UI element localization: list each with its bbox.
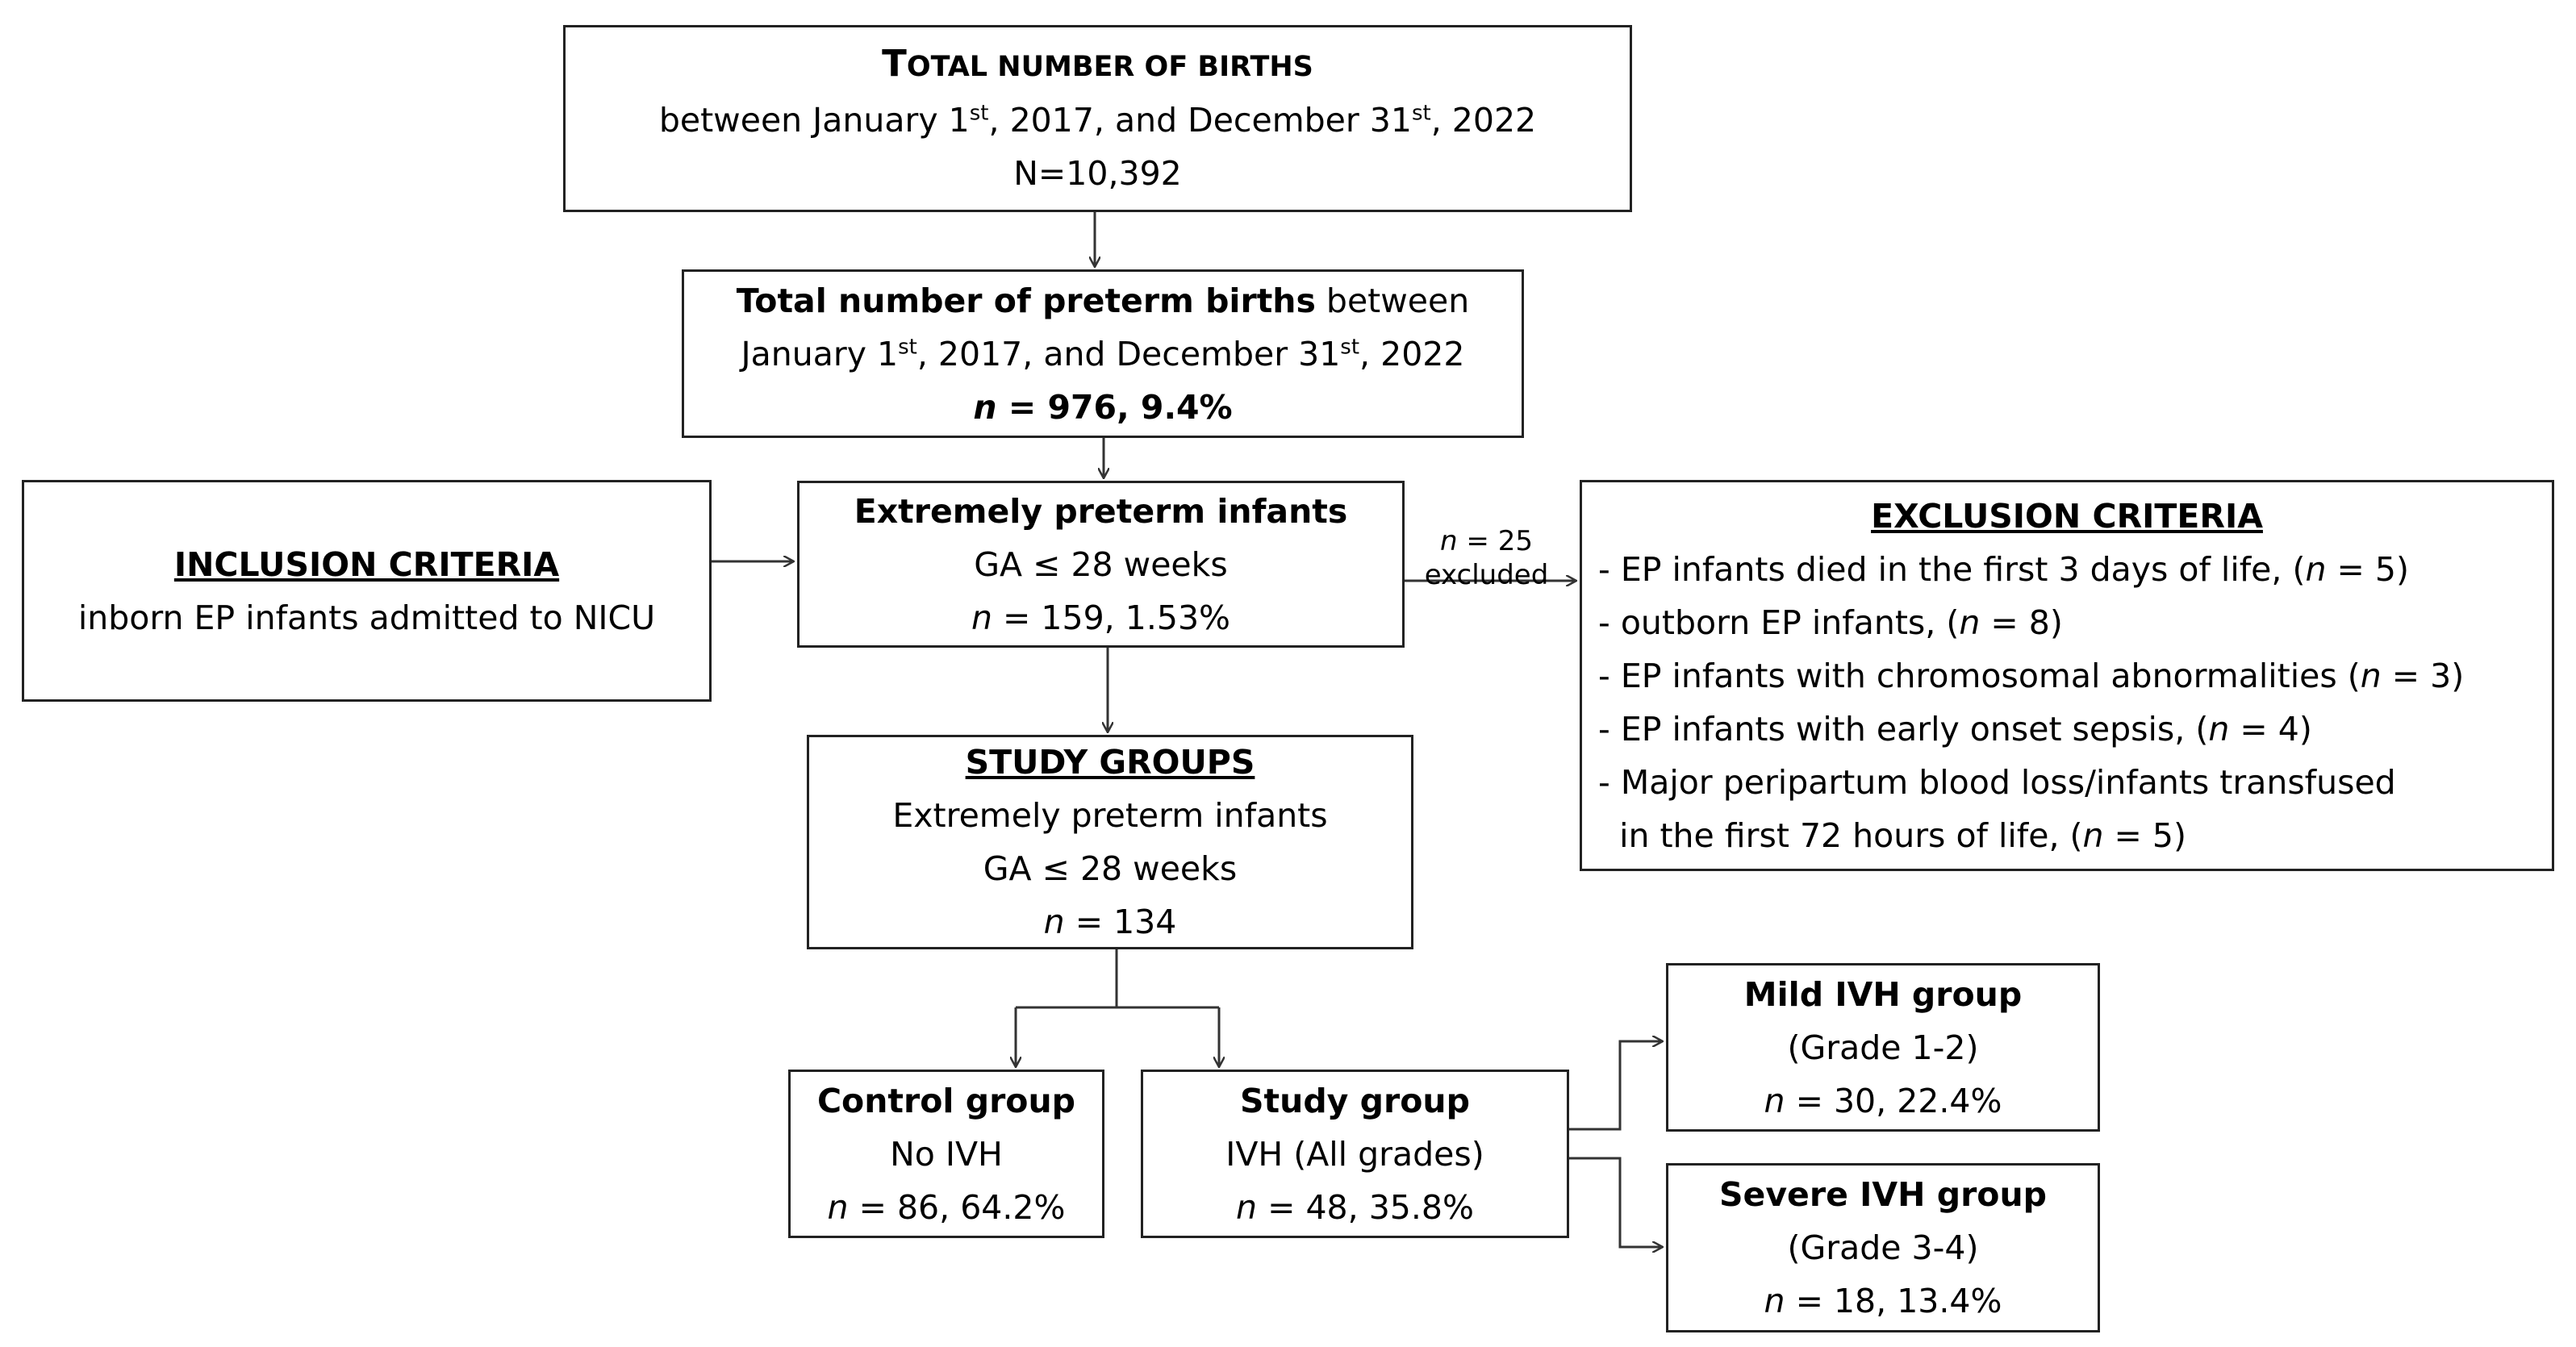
inclusion-text: inborn EP infants admitted to NICU bbox=[77, 598, 656, 637]
mild-n: n = 30, 22.4% bbox=[1764, 1081, 2002, 1120]
arrow-study-to-mild bbox=[1569, 1041, 1662, 1131]
exclusion-item: - Major peripartum blood loss/infants tr… bbox=[1598, 762, 2396, 802]
study-groups-box: STUDY GROUPS Extremely preterm infants G… bbox=[807, 735, 1413, 949]
total-births-period: between January 1st, 2017, and December … bbox=[658, 101, 1537, 140]
exclusion-criteria-box: EXCLUSION CRITERIA - EP infants died in … bbox=[1580, 480, 2554, 871]
control-group-box: Control group No IVH n = 86, 64.2% bbox=[788, 1070, 1104, 1238]
control-title: Control group bbox=[816, 1081, 1076, 1120]
exclusion-item: - outborn EP infants, (n = 8) bbox=[1598, 603, 2063, 642]
exclusion-item: - EP infants died in the first 3 days of… bbox=[1598, 549, 2409, 589]
mild-desc: (Grade 1-2) bbox=[1787, 1028, 1979, 1067]
mild-title: Mild IVH group bbox=[1743, 974, 2023, 1014]
extremely-preterm-box: Extremely preterm infants GA ≤ 28 weeks … bbox=[797, 481, 1405, 648]
study-groups-line1: Extremely preterm infants bbox=[892, 796, 1328, 835]
severe-title: Severe IVH group bbox=[1718, 1175, 2048, 1214]
excluded-label: n = 25 excluded bbox=[1408, 524, 1565, 592]
total-births-title: TOTAL NUMBER OF BIRTHS bbox=[882, 42, 1313, 85]
preterm-title: Total number of preterm births between bbox=[736, 281, 1470, 320]
study-groups-line2: GA ≤ 28 weeks bbox=[983, 849, 1238, 888]
extremely-preterm-title: Extremely preterm infants bbox=[854, 491, 1348, 531]
study-desc: IVH (All grades) bbox=[1225, 1134, 1484, 1174]
control-desc: No IVH bbox=[890, 1134, 1003, 1174]
exclusion-item: - EP infants with chromosomal abnormalit… bbox=[1598, 656, 2465, 695]
extremely-preterm-criteria: GA ≤ 28 weeks bbox=[974, 544, 1228, 584]
preterm-period: January 1st, 2017, and December 31st, 20… bbox=[741, 334, 1465, 373]
control-n: n = 86, 64.2% bbox=[827, 1187, 1066, 1227]
preterm-n: n = 976, 9.4% bbox=[973, 387, 1233, 427]
extremely-preterm-n: n = 159, 1.53% bbox=[971, 598, 1230, 637]
study-title: Study group bbox=[1240, 1081, 1470, 1120]
excluded-count: n = 25 bbox=[1440, 525, 1533, 557]
mild-ivh-box: Mild IVH group (Grade 1-2) n = 30, 22.4% bbox=[1666, 963, 2100, 1132]
severe-n: n = 18, 13.4% bbox=[1764, 1282, 2002, 1320]
study-groups-title: STUDY GROUPS bbox=[965, 743, 1255, 782]
total-births-box: TOTAL NUMBER OF BIRTHS between January 1… bbox=[563, 25, 1632, 212]
study-group-box: Study group IVH (All grades) n = 48, 35.… bbox=[1141, 1070, 1569, 1238]
exclusion-item: in the first 72 hours of life, (n = 5) bbox=[1598, 815, 2187, 855]
inclusion-criteria-box: INCLUSION CRITERIA inborn EP infants adm… bbox=[22, 480, 712, 702]
preterm-births-box: Total number of preterm births between J… bbox=[682, 269, 1524, 438]
severe-ivh-box: Severe IVH group (Grade 3-4) n = 18, 13.… bbox=[1666, 1163, 2100, 1332]
severe-desc: (Grade 3-4) bbox=[1787, 1228, 1979, 1267]
exclusion-title: EXCLUSION CRITERIA bbox=[1871, 496, 2263, 536]
study-n: n = 48, 35.8% bbox=[1236, 1187, 1474, 1227]
inclusion-title: INCLUSION CRITERIA bbox=[173, 544, 560, 584]
total-births-n: N=10,392 bbox=[1013, 154, 1182, 193]
exclusion-item: - EP infants with early onset sepsis, (n… bbox=[1598, 709, 2312, 749]
excluded-text: excluded bbox=[1424, 559, 1549, 591]
study-groups-n: n = 134 bbox=[1043, 903, 1177, 941]
arrow-study-to-severe bbox=[1569, 1157, 1662, 1247]
